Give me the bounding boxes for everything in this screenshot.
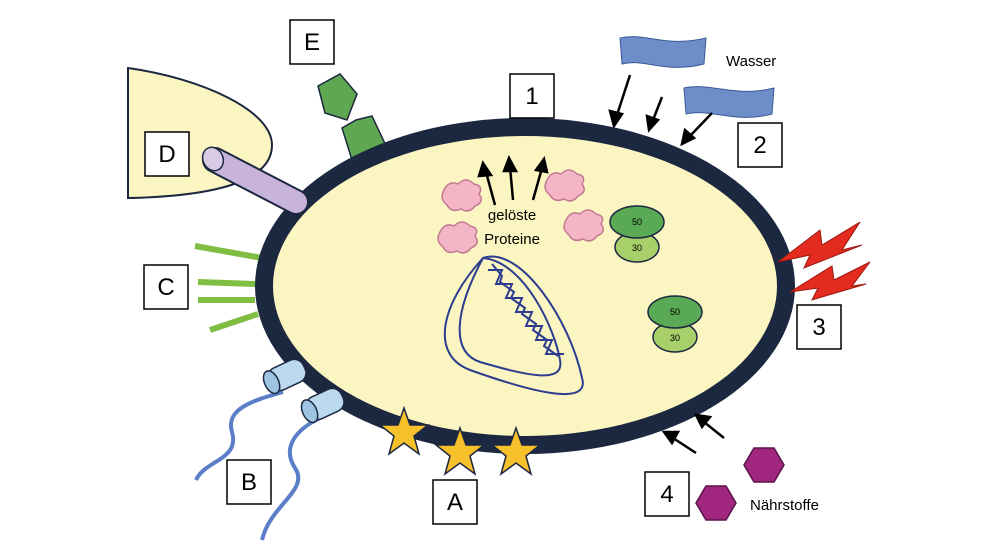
secretion-arrows	[477, 155, 549, 206]
water-arrows	[608, 74, 713, 147]
ribosome-1-small-label: 30	[632, 243, 642, 253]
label-d: D	[158, 141, 175, 168]
label-1: 1	[525, 83, 538, 110]
fimbriae	[194, 243, 263, 333]
label-box-2: 2	[737, 122, 783, 168]
ribosome-2-small-label: 30	[670, 333, 680, 343]
label-box-d: D	[144, 131, 190, 177]
water-banners	[619, 36, 775, 118]
surface-stars	[377, 405, 543, 476]
dissolved-proteins	[437, 169, 604, 254]
label-box-e: E	[289, 19, 335, 65]
pilus	[201, 146, 309, 215]
label-2: 2	[753, 132, 766, 159]
label-a: A	[447, 489, 463, 516]
label-4: 4	[660, 481, 673, 508]
ribosome-2-large-label: 50	[670, 307, 680, 317]
ribosome-1-large-label: 50	[632, 217, 642, 227]
flagellum-motor-1	[262, 358, 307, 395]
label-e: E	[304, 29, 320, 56]
water-label: Wasser	[726, 53, 776, 70]
label-box-1: 1	[509, 73, 555, 119]
label-box-3: 3	[796, 304, 842, 350]
ribosome-2: 50 30	[647, 295, 703, 353]
flagellum-motor-2	[300, 387, 345, 424]
label-box-c: C	[143, 264, 189, 310]
nutrient-arrows	[661, 413, 725, 455]
proteins-label-line1: gelöste	[488, 207, 536, 224]
label-b: B	[241, 469, 257, 496]
label-c: C	[157, 274, 174, 301]
receptor-molecule	[317, 73, 390, 161]
label-box-4: 4	[644, 471, 690, 517]
proteins-label-line2: Proteine	[484, 231, 540, 248]
label-box-a: A	[432, 479, 478, 525]
dna-nucleoid	[443, 255, 584, 395]
ribosome-1: 50 30	[609, 205, 665, 263]
label-3: 3	[812, 314, 825, 341]
label-box-b: B	[226, 459, 272, 505]
nutrients-label: Nährstoffe	[750, 497, 819, 514]
nutrient-molecules	[695, 447, 785, 521]
flagella	[194, 358, 345, 541]
lightning-bolts	[777, 221, 871, 301]
